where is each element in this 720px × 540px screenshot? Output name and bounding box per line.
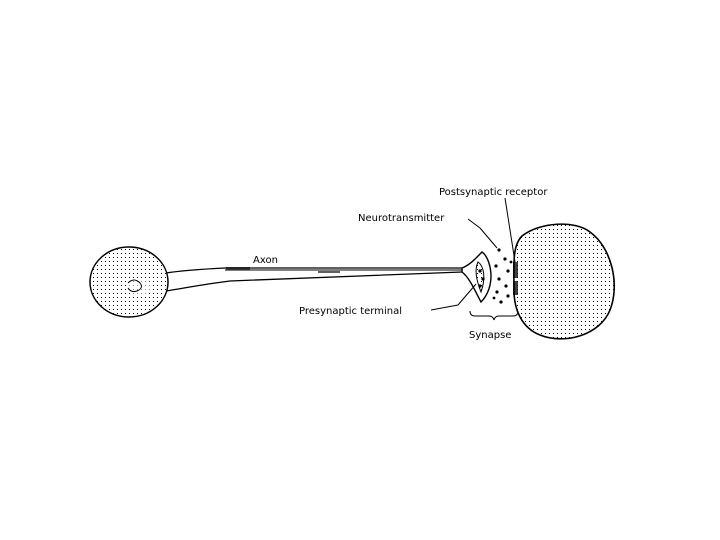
presynaptic-terminal	[461, 251, 492, 304]
presynaptic-terminal-label: Presynaptic terminal	[299, 306, 402, 317]
neurotransmitter-particles	[492, 248, 513, 304]
synapse-label: Synapse	[469, 330, 511, 341]
postsynaptic-cell	[513, 223, 616, 340]
leader-lines	[430, 197, 519, 321]
neuron-cell-body	[89, 246, 169, 318]
axon	[165, 267, 463, 292]
axon-label: Axon	[253, 255, 278, 266]
postsynaptic-receptor	[513, 262, 518, 295]
neurotransmitter-label: Neurotransmitter	[358, 213, 445, 224]
postsynaptic-receptor-label: Postsynaptic receptor	[439, 187, 548, 198]
